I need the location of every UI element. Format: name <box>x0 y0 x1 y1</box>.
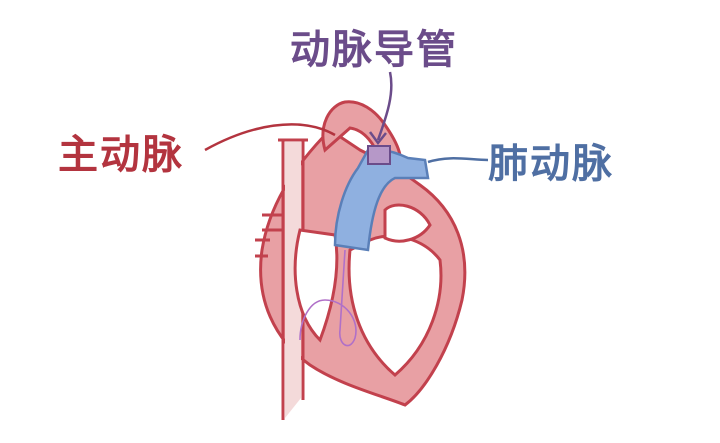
ductus-arrowhead <box>368 131 387 146</box>
left-vessel-stub-1 <box>262 213 282 232</box>
vena-cava-fill <box>285 142 301 418</box>
ductus-arteriosus-shape <box>367 145 391 165</box>
catheter-line <box>299 249 357 347</box>
pulmonary-leader <box>427 157 489 164</box>
ductus-leader <box>376 71 393 141</box>
label-aorta: 主动脉 <box>58 132 184 178</box>
label-pulmonary-artery: 肺动脉 <box>488 141 614 187</box>
pulmonary-artery-vessel <box>333 148 430 252</box>
label-ductus-arteriosus: 动脉导管 <box>290 27 458 73</box>
left-atrium <box>383 203 432 243</box>
right-atrium <box>293 228 339 343</box>
aorta-leader <box>204 123 336 152</box>
left-vessel-stub-2 <box>255 238 270 258</box>
